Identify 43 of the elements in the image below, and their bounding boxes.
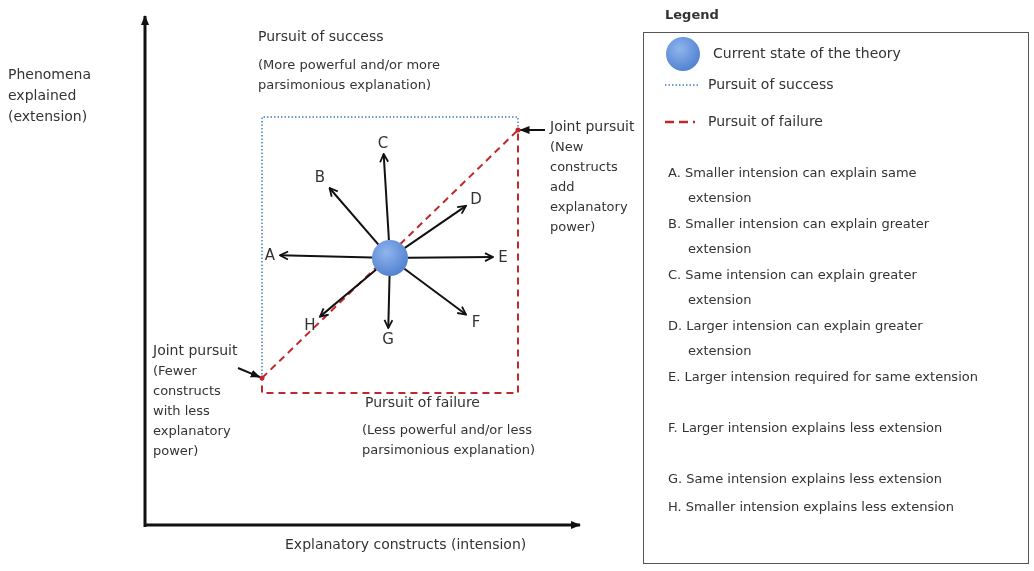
legend-text: Pursuit of success xyxy=(708,75,835,94)
note-text: (Less powerful and/or less parsimonious explanation) xyxy=(362,421,536,459)
note-text: (Fewer constructs with less explanatory power) xyxy=(153,362,232,460)
legend-item: H. Smaller intension explains less extension xyxy=(668,498,955,516)
point-letter: G xyxy=(380,330,396,348)
note-text: (More powerful and/or more parsimonious explanation) xyxy=(258,56,442,94)
arrow xyxy=(379,153,390,242)
legend-title: Legend xyxy=(665,6,720,24)
point-letter: D xyxy=(468,190,484,208)
corner-point xyxy=(515,127,521,133)
legend-item: A. Smaller intension can explain same extension xyxy=(668,164,918,207)
point-letter: C xyxy=(375,134,391,152)
arrow xyxy=(403,267,467,316)
region-label: Joint pursuit xyxy=(550,117,636,136)
region-label: Joint pursuit xyxy=(153,341,239,360)
legend-item: C. Same intension can explain greater extension xyxy=(668,266,918,309)
point-letter: H xyxy=(302,316,318,334)
axis-title: Explanatory constructs (intension) xyxy=(285,535,528,554)
region-label: Pursuit of success xyxy=(258,27,385,46)
arrow xyxy=(279,250,373,261)
legend-text: Pursuit of failure xyxy=(708,112,824,131)
arrow xyxy=(407,252,494,263)
axis-title: Phenomena explained (extension) xyxy=(8,65,93,126)
corner-point xyxy=(259,375,265,381)
state-circle xyxy=(372,240,408,276)
legend-item: G. Same intension explains less extension xyxy=(668,470,943,488)
arrow xyxy=(519,126,546,134)
point-letter: F xyxy=(468,313,484,331)
legend-item: B. Smaller intension can explain greater extension xyxy=(668,215,931,258)
arrow xyxy=(237,367,261,379)
point-letter: B xyxy=(312,168,328,186)
arrow xyxy=(383,275,394,329)
point-letter: E xyxy=(495,248,511,266)
arrow xyxy=(319,268,378,318)
legend-text: Current state of the theory xyxy=(713,44,902,63)
arrow xyxy=(328,187,380,246)
legend-item: F. Larger intension explains less extension xyxy=(668,419,944,437)
arrow xyxy=(403,204,467,249)
region-label: Pursuit of failure xyxy=(365,393,481,412)
note-text: (New constructs add explanatory power) xyxy=(550,138,629,236)
legend-item: D. Larger intension can explain greater extension xyxy=(668,317,924,360)
point-letter: A xyxy=(262,246,278,264)
legend-item: E. Larger intension required for same extension xyxy=(668,368,978,386)
